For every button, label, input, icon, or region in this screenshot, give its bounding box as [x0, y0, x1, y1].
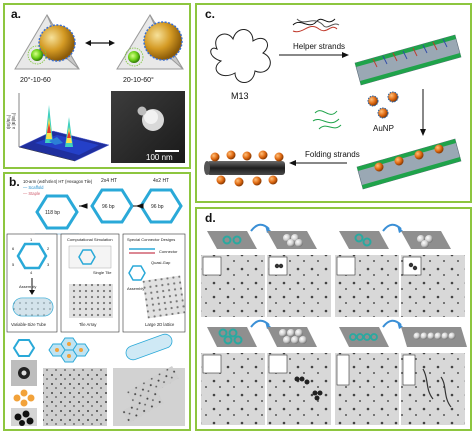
- y-axis-label-1: I|E|/E₀|: [6, 115, 11, 129]
- panel-c-label: c.: [205, 7, 216, 21]
- legend-scaffold: — Scaffold: [23, 185, 44, 190]
- panel-d-label: d.: [205, 211, 216, 225]
- hex-number-6: 6: [12, 246, 15, 251]
- tile-array-label: Tile Array: [79, 322, 97, 327]
- hex-number-4: 4: [30, 270, 33, 275]
- panel-d: d.: [195, 207, 472, 431]
- m13-scaffold-loop: [210, 29, 271, 83]
- numbered-hexagon: [16, 242, 48, 270]
- folding-strands: [312, 110, 342, 130]
- dna-origami-ribbon-top: [354, 34, 462, 86]
- y-axis-label-2: x |E|/E₀|: [11, 113, 16, 129]
- origami-rod-with-aunp: [204, 150, 285, 187]
- bp-label-2: 96 bp: [102, 204, 115, 210]
- scale-bar-label: 100 nm: [146, 153, 173, 162]
- box-header-simulation: Computational Simulation: [67, 237, 113, 242]
- quasi-gap-label: Quasi-Gap: [151, 260, 171, 265]
- helper-strands: [292, 18, 340, 33]
- panel-c-figure: M13 Helper strands: [204, 18, 462, 190]
- aunp-particles: [367, 91, 399, 119]
- single-tile-label: Single Tile: [93, 270, 112, 275]
- panel-a-label: a.: [11, 7, 22, 21]
- variable-tube-label: Variable-Size Tube: [11, 322, 47, 327]
- panel-c: c. M13 Helper strands: [195, 3, 472, 203]
- tile-array-image: [69, 284, 113, 318]
- panel-a: a.: [3, 3, 191, 169]
- schematic-row-top: [207, 223, 451, 249]
- schematic-row-bottom: [207, 319, 467, 347]
- lattice-label: Large 2D lattice: [145, 322, 175, 327]
- folding-strands-label: Folding strands: [305, 150, 360, 159]
- legend-staple: — Staple: [23, 191, 41, 196]
- dna-origami-ribbon-bottom: [356, 138, 462, 190]
- left-tetrahedron-assembly: [14, 14, 80, 70]
- hex-number-3: 3: [47, 262, 50, 267]
- panel-b-label: b.: [9, 175, 20, 189]
- right-tetrahedron-assembly: [116, 14, 184, 70]
- variable-size-tube: [12, 297, 54, 317]
- hex-number-1: 1: [30, 237, 33, 242]
- bp-label-1: 118 bp: [45, 210, 60, 216]
- box-header-connector: Special Connector Designs: [127, 237, 175, 242]
- sem-image: 100 nm: [111, 91, 185, 163]
- helper-strands-label: Helper strands: [293, 42, 345, 51]
- hex-number-2: 2: [47, 246, 50, 251]
- tile-label-4x2: 4x2 HT: [153, 178, 169, 184]
- tem-images-bottom: [201, 353, 465, 425]
- tem-images-top: [201, 255, 465, 317]
- panel-b: b. 10-arm (w4/h4/e4) HT (Hexagon Tile) —…: [3, 172, 191, 431]
- panel-a-figure: 20°-10-60 20-10-60° I|E|/E₀| x |E|/E₀|: [6, 14, 185, 163]
- legend-title: 10-arm (w4/h4/e4) HT (Hexagon Tile): [23, 179, 93, 184]
- left-code-label: 20°-10-60: [20, 76, 51, 84]
- lattice-image: [142, 275, 186, 319]
- field-enhancement-plot: I|E|/E₀| x |E|/E₀|: [6, 93, 110, 162]
- hex-number-5: 5: [12, 262, 15, 267]
- switch-arrow-icon: [85, 40, 115, 46]
- right-code-label: 20-10-60°: [123, 76, 154, 84]
- aunp-label: AuNP: [373, 124, 394, 133]
- m13-label: M13: [231, 91, 249, 101]
- tem-lattice-image: [43, 368, 107, 426]
- connector-label: Connector: [159, 249, 178, 254]
- panel-d-figure: [201, 223, 467, 425]
- tile-label-2x4: 2x4 HT: [101, 178, 117, 184]
- bottom-structures: [11, 333, 185, 426]
- assembly-label-2: Assembly: [127, 286, 144, 291]
- panel-b-figure: 10-arm (w4/h4/e4) HT (Hexagon Tile) — Sc…: [6, 178, 186, 426]
- assembly-label-1: Assembly: [19, 284, 36, 289]
- bp-label-3: 96 bp: [151, 204, 164, 210]
